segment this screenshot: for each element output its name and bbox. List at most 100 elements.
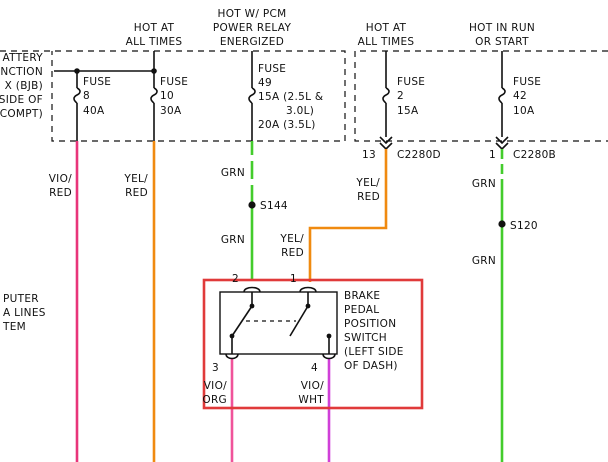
fuse-8-rating: 40A xyxy=(83,105,105,117)
header-hot-pcm-relay: HOT W/ PCM POWER RELAY ENERGIZED xyxy=(213,8,291,48)
wire-color-label: WHT xyxy=(298,394,324,406)
connector-pin: 13 xyxy=(362,149,376,161)
pin-cap-icon xyxy=(322,353,336,360)
label-yel-red-2: YEL/ RED xyxy=(279,233,304,259)
fuse-8: FUSE 8 40A xyxy=(54,68,154,141)
bjb-fuse-box-outline xyxy=(0,50,346,142)
brake-pedal-position-switch: 2 1 3 4 BRAKE PEDAL POSITION SWITCH (LEF… xyxy=(202,273,403,406)
wire-color-label: YEL/ xyxy=(355,177,380,189)
fuse-10: FUSE 10 30A xyxy=(150,51,188,141)
fuse-49: FUSE 49 15A (2.5L & 3.0L) 20A (3.5L) xyxy=(248,51,323,141)
wire-color-label: VIO/ xyxy=(204,380,227,392)
fuse-10-label: FUSE xyxy=(160,76,188,88)
fuse-2-label: FUSE xyxy=(397,76,425,88)
header-line: ENERGIZED xyxy=(220,36,284,48)
fuse-49-number: 49 xyxy=(258,77,272,89)
pin-number: 3 xyxy=(212,362,219,374)
wire-color-label: VIO/ xyxy=(301,380,324,392)
fuse-2-symbol xyxy=(382,87,390,104)
fuse-42-rating: 10A xyxy=(513,105,535,117)
header-line: HOT W/ PCM xyxy=(218,8,287,20)
fuse-8-bus xyxy=(54,70,154,141)
wire-color-label: VIO/ xyxy=(49,173,72,185)
switch-label-line: BRAKE xyxy=(344,290,380,302)
fuse-8-symbol xyxy=(73,87,81,104)
pin-number: 2 xyxy=(232,273,239,285)
computer-label-line: PUTER xyxy=(3,293,39,305)
fuse-49-rating: 15A (2.5L & xyxy=(258,91,323,103)
header-hot-at-all-times-1: HOT AT ALL TIMES xyxy=(126,22,183,48)
header-line: OR START xyxy=(475,36,529,48)
fuse-49-rating: 3.0L) xyxy=(286,105,314,117)
header-line: ALL TIMES xyxy=(358,36,415,48)
highlight-box xyxy=(202,278,424,410)
fuse-42-label: FUSE xyxy=(513,76,541,88)
switch-body xyxy=(219,291,338,355)
header-hot-in-run: HOT IN RUN OR START xyxy=(469,22,535,48)
splice-s120-dot xyxy=(498,220,506,228)
wire-color-label: ORG xyxy=(202,394,227,406)
fuse-2-number: 2 xyxy=(397,90,404,102)
fuse-2: FUSE 2 15A xyxy=(382,51,425,137)
wire-color-label: GRN xyxy=(472,178,496,190)
computer-label-line: TEM xyxy=(2,321,26,333)
connector-name: C2280B xyxy=(513,149,556,161)
fuse-42-number: 42 xyxy=(513,90,527,102)
bus-junction-dot xyxy=(74,68,80,74)
connector-name: C2280D xyxy=(397,149,441,161)
switch-label-line: OF DASH) xyxy=(344,360,398,372)
header-line: HOT IN RUN xyxy=(469,22,535,34)
bjb-label: ATTERY NCTION X (BJB) SIDE OF COMPT) xyxy=(0,52,43,120)
fuse-10-number: 10 xyxy=(160,90,174,102)
header-line: HOT AT xyxy=(134,22,175,34)
fuse-49-rating: 20A (3.5L) xyxy=(258,119,316,131)
pin-cap-icon xyxy=(299,286,317,293)
label-yel-red-3: YEL/ RED xyxy=(355,177,380,203)
fuse-2-rating: 15A xyxy=(397,105,419,117)
connector-pin: 1 xyxy=(489,149,496,161)
wire-color-label: RED xyxy=(357,191,380,203)
label-vio-red: VIO/ RED xyxy=(49,173,72,199)
splice-s144-label: S144 xyxy=(260,200,288,212)
wire-color-label: GRN xyxy=(221,234,245,246)
fuse-8-number: 8 xyxy=(83,90,90,102)
fuse-8-label: FUSE xyxy=(83,76,111,88)
wire-color-label: YEL/ xyxy=(279,233,304,245)
fuse-42: FUSE 42 10A xyxy=(498,51,541,137)
wire-color-label: YEL/ xyxy=(123,173,148,185)
label-yel-red-1: YEL/ RED xyxy=(123,173,148,199)
fuse-49-symbol xyxy=(248,87,256,104)
switch-blade xyxy=(231,305,253,337)
switch-label-line: SWITCH xyxy=(344,332,387,344)
pin-cap-icon xyxy=(243,286,261,293)
splice-s120-label: S120 xyxy=(510,220,538,232)
computer-data-lines-label: PUTER A LINES TEM xyxy=(2,293,45,333)
connector-chevron-icon xyxy=(379,136,393,145)
switch-label-line: POSITION xyxy=(344,318,396,330)
bjb-label-line: X (BJB) xyxy=(5,80,43,92)
switch-blade xyxy=(289,305,309,337)
fuse-42-symbol xyxy=(498,87,506,104)
header-line: HOT AT xyxy=(366,22,407,34)
pin-cap-icon xyxy=(225,353,239,360)
wire-color-label: RED xyxy=(49,187,72,199)
connector-chevron-icon xyxy=(495,136,509,145)
splice-s144-dot xyxy=(248,201,256,209)
bjb-label-line: NCTION xyxy=(0,66,43,78)
bjb-label-line: COMPT) xyxy=(0,108,43,120)
pin-number: 1 xyxy=(290,273,297,285)
header-hot-at-all-times-2: HOT AT ALL TIMES xyxy=(358,22,415,48)
header-line: ALL TIMES xyxy=(126,36,183,48)
fuse-10-symbol xyxy=(150,87,158,104)
wire-color-label: GRN xyxy=(472,255,496,267)
fuse-49-label: FUSE xyxy=(258,63,286,75)
bjb-label-line: ATTERY xyxy=(3,52,44,64)
bus-junction-dot xyxy=(151,68,157,74)
switch-label-line: (LEFT SIDE xyxy=(344,346,404,358)
fuse-10-rating: 30A xyxy=(160,105,182,117)
wire-color-label: RED xyxy=(125,187,148,199)
bjb-label-line: SIDE OF xyxy=(0,94,43,106)
wire-yel-red-fuse2 xyxy=(308,149,388,282)
